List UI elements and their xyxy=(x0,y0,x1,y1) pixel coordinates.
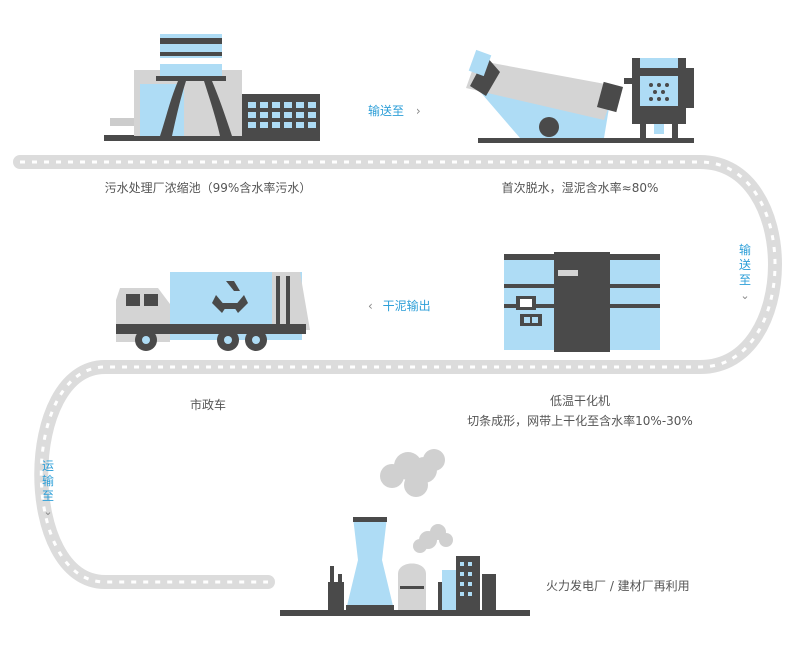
arrow-conveyed-down-text: 输送至 xyxy=(738,243,751,287)
arrow-transported-down: 运输至 ⌄ xyxy=(41,459,55,519)
sewage-plant-label: 污水处理厂浓缩池（99%含水率污水） xyxy=(104,181,312,195)
conveyor-belt xyxy=(13,155,782,589)
arrow-transported-text: 运输至 xyxy=(41,459,54,503)
arrow-conveyed-right: 输送至 › xyxy=(368,102,421,119)
dryer-illustration xyxy=(504,252,660,352)
chevron-left-icon: ‹ xyxy=(368,299,373,313)
dewatering-machine-illustration xyxy=(466,49,694,143)
chevron-down-icon: ⌄ xyxy=(43,505,53,518)
arrow-conveyed-text: 输送至 xyxy=(368,104,405,118)
arrow-conveyed-down: 输送至 ⌄ xyxy=(738,243,752,303)
sewage-plant-illustration xyxy=(104,34,320,141)
truck-label: 市政车 xyxy=(189,398,227,412)
truck-illustration xyxy=(116,272,310,351)
arrow-dry-sludge-text: 干泥输出 xyxy=(382,299,431,313)
power-plant-illustration xyxy=(280,449,530,616)
chevron-down-icon: ⌄ xyxy=(740,289,750,302)
dryer-sublabel: 切条成形，网带上干化至含水率10%-30% xyxy=(467,414,693,428)
dryer-label: 低温干化机 xyxy=(549,394,611,408)
power-plant-label: 火力发电厂 / 建材厂再利用 xyxy=(546,579,690,593)
dewatering-label: 首次脱水，湿泥含水率≈80% xyxy=(501,181,659,195)
arrow-dry-sludge-left: ‹ 干泥输出 xyxy=(368,297,431,314)
chevron-right-icon: › xyxy=(415,104,421,118)
